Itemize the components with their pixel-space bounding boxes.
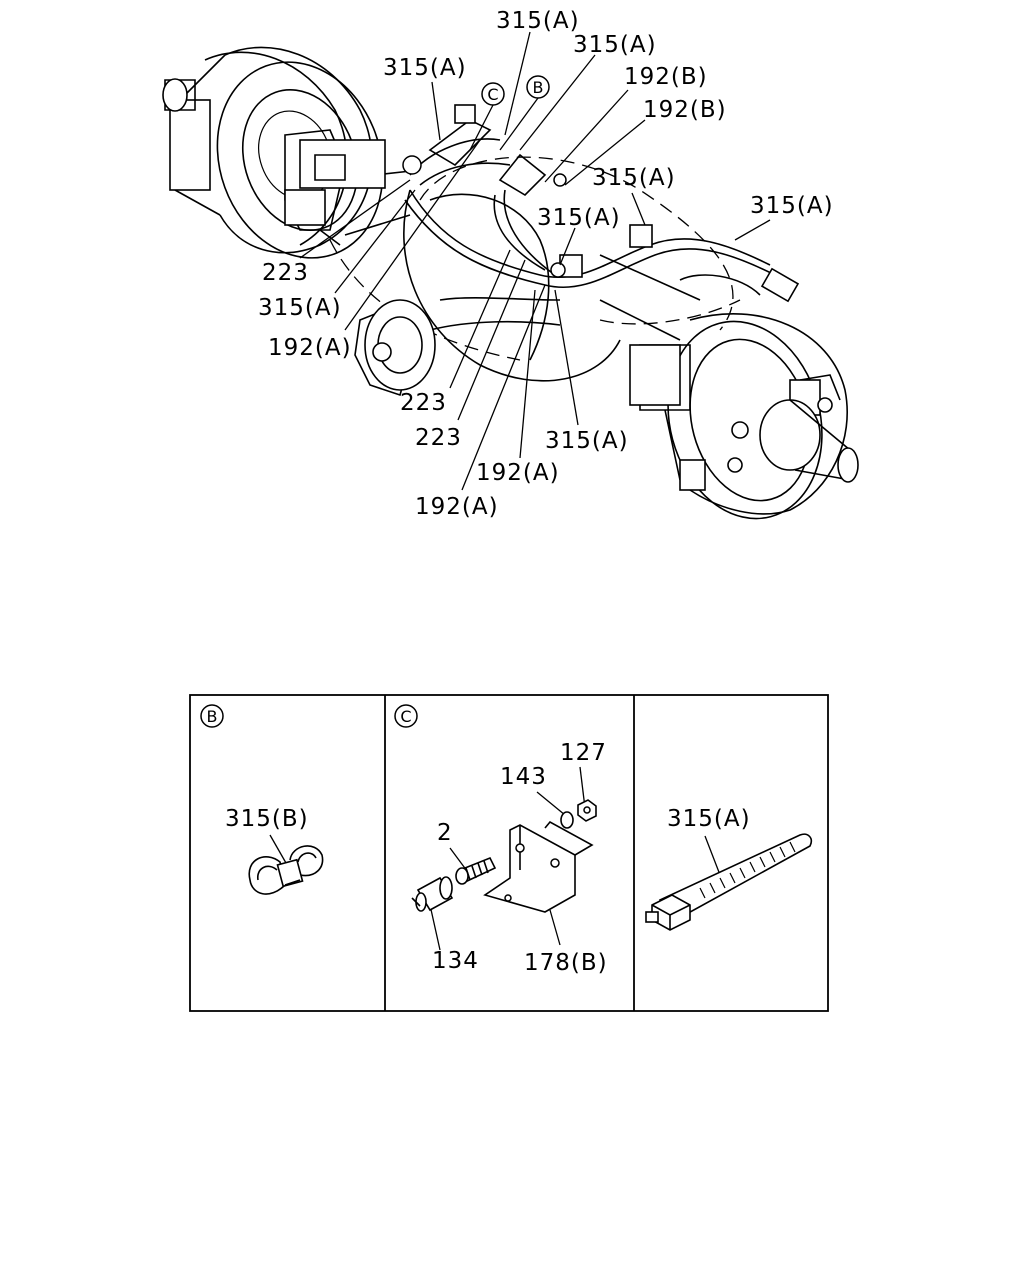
- clip-315b-drawing: [248, 845, 324, 895]
- label-223-3: 223: [415, 425, 462, 451]
- label-315a-top: 315(A): [496, 8, 580, 34]
- label-178b: 178(B): [524, 950, 608, 976]
- label-315a-5: 315(A): [750, 193, 834, 219]
- bolt-2-drawing: [455, 856, 497, 885]
- callout-c: C: [481, 82, 505, 106]
- detail-c-panel: C 127 143 2 134 178(B): [394, 704, 608, 976]
- left-brake-drum: [162, 46, 386, 259]
- detail-a-panel: 315(A): [645, 806, 813, 931]
- svg-text:C: C: [487, 85, 498, 104]
- detail-table: [189, 694, 829, 1012]
- label-192a-2: 192(A): [476, 460, 560, 486]
- leader-lines: [299, 31, 771, 491]
- label-315a-2: 315(A): [573, 32, 657, 58]
- detail-a-part-label: 315(A): [667, 806, 751, 832]
- label-192a-1: 192(A): [268, 335, 352, 361]
- right-brake-drum: [629, 274, 859, 520]
- label-192b-2: 192(B): [643, 97, 727, 123]
- svg-text:B: B: [533, 78, 544, 97]
- callout-b: B: [526, 75, 550, 99]
- label-315a-6: 315(A): [537, 205, 621, 231]
- washer-143-drawing: [560, 811, 574, 829]
- detail-b-tag: B: [207, 707, 218, 726]
- label-315a-8: 315(A): [545, 428, 629, 454]
- rear-axle-illustration: [162, 46, 859, 520]
- label-2: 2: [437, 820, 453, 846]
- cable-tie-315a-drawing: [645, 833, 813, 931]
- label-223-2: 223: [400, 390, 447, 416]
- label-192a-3: 192(A): [415, 494, 499, 520]
- label-315a-7: 315(A): [258, 295, 342, 321]
- label-315a-3: 315(A): [383, 55, 467, 81]
- nut-127-drawing: [577, 799, 597, 822]
- label-127: 127: [560, 740, 607, 766]
- detail-b-panel: B 315(B): [200, 704, 324, 895]
- pinion-flange: [354, 299, 436, 397]
- label-223-1: 223: [262, 260, 309, 286]
- detail-c-tag: C: [400, 707, 411, 726]
- bracket-178b-drawing: [483, 820, 594, 913]
- label-315a-4: 315(A): [592, 165, 676, 191]
- label-134: 134: [432, 948, 479, 974]
- part-134-drawing: [411, 876, 454, 912]
- detail-b-part-label: 315(B): [225, 806, 309, 832]
- label-143: 143: [500, 764, 547, 790]
- label-192b-1: 192(B): [624, 64, 708, 90]
